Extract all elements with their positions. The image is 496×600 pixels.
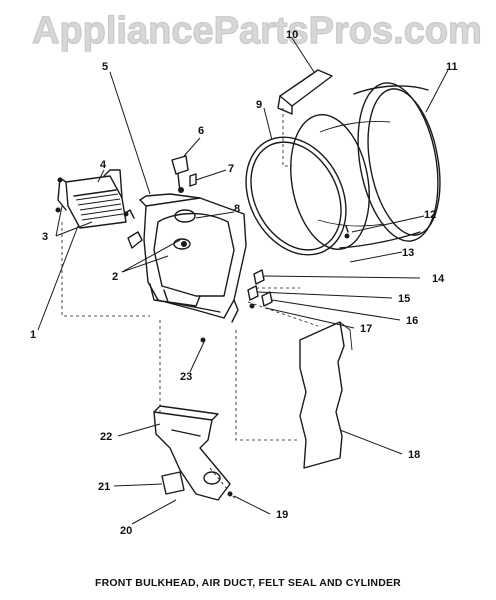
- leader-lines: [37, 37, 449, 525]
- assembly-guides: [61, 108, 319, 501]
- callout-4: 4: [100, 159, 107, 171]
- felt-strip: [299, 321, 353, 469]
- callout-18: 18: [408, 449, 420, 461]
- callout-9: 9: [256, 99, 262, 111]
- front-bulkhead: [123, 193, 247, 323]
- callout-3: 3: [42, 231, 48, 243]
- fasteners: [200, 225, 350, 343]
- callout-15: 15: [398, 293, 410, 305]
- callout-16: 16: [406, 315, 418, 327]
- callout-21: 21: [98, 481, 110, 493]
- callout-20: 20: [120, 525, 132, 537]
- callout-14: 14: [432, 273, 445, 285]
- callout-12: 12: [424, 209, 436, 221]
- thermostat-sensor: [171, 155, 197, 193]
- callout-6: 6: [198, 125, 204, 137]
- air-duct-grille: [55, 169, 129, 229]
- callout-5: 5: [102, 61, 108, 73]
- lower-air-duct: [153, 405, 233, 501]
- callout-1: 1: [30, 329, 36, 341]
- watermark-logo: AppliancePartsPros.com: [31, 9, 482, 52]
- callout-8: 8: [234, 203, 240, 215]
- callout-22: 22: [100, 431, 112, 443]
- callout-10: 10: [286, 29, 298, 41]
- callout-7: 7: [228, 163, 234, 175]
- felt-seal: [245, 136, 347, 256]
- callout-13: 13: [402, 247, 414, 259]
- callout-2: 2: [112, 271, 118, 283]
- callout-23: 23: [180, 371, 192, 383]
- roller-clips: [247, 269, 273, 309]
- callout-11: 11: [446, 61, 458, 73]
- callout-17: 17: [360, 323, 372, 335]
- drum-cylinder: [290, 82, 441, 250]
- callout-19: 19: [276, 509, 288, 521]
- drum-baffle: [277, 69, 333, 115]
- diagram-caption: FRONT BULKHEAD, AIR DUCT, FELT SEAL AND …: [95, 577, 401, 589]
- callout-labels: 1 2 3 4 5 6 7 8 9 10 11 12 13 14 15 16 1…: [30, 29, 458, 537]
